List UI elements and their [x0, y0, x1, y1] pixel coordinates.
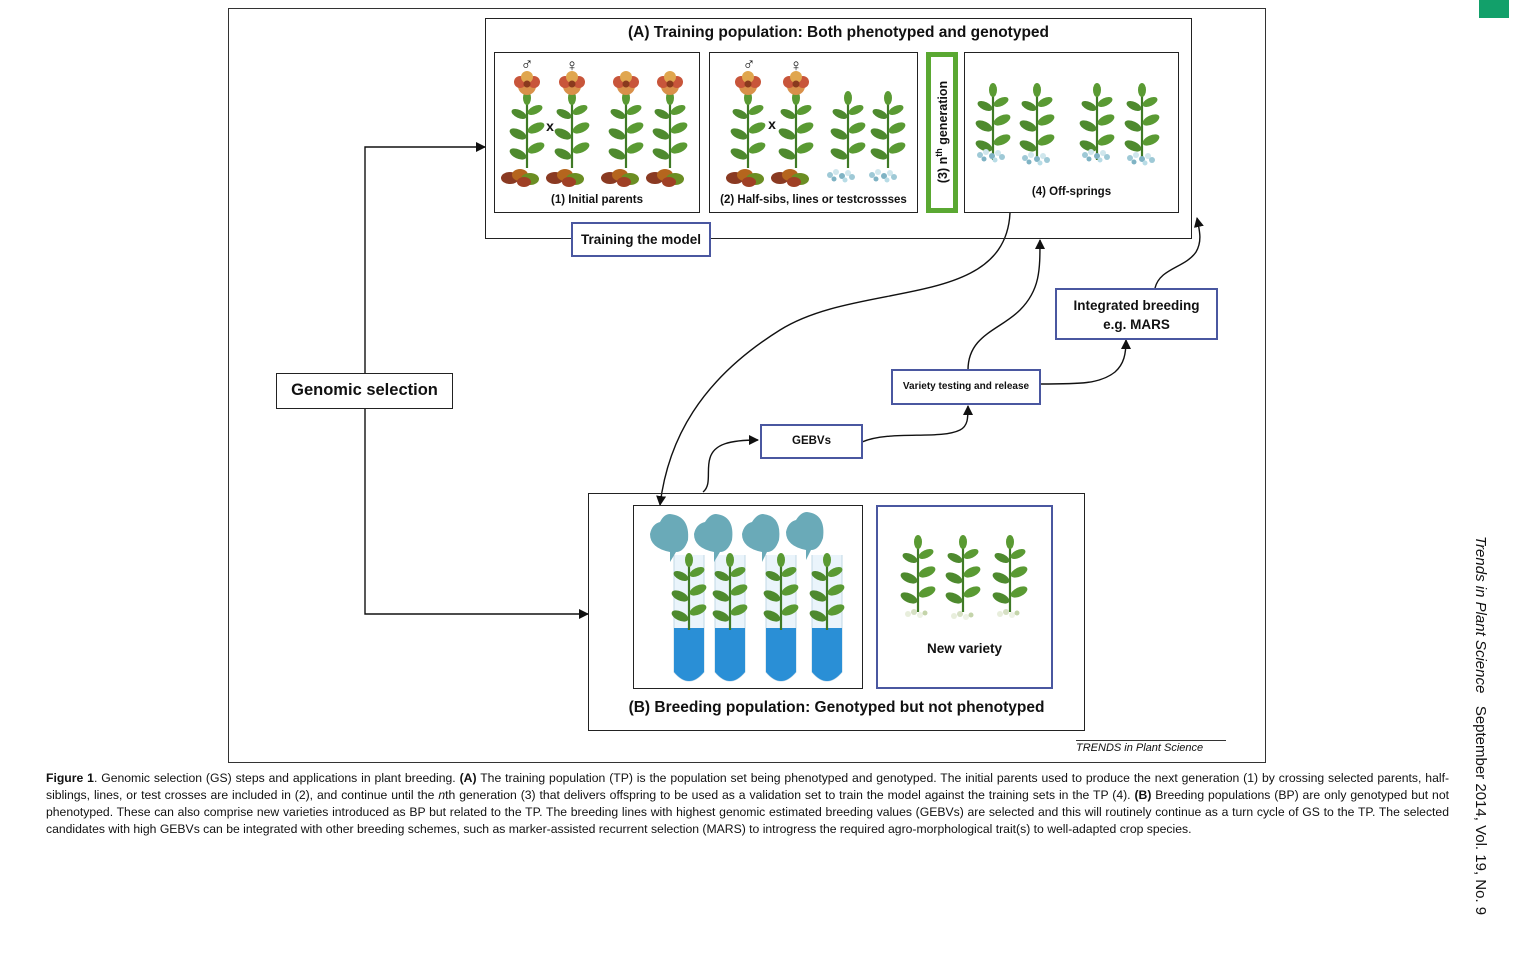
- caption-b-label: (B): [1134, 788, 1152, 802]
- caption-intro: . Genomic selection (GS) steps and appli…: [93, 771, 460, 785]
- new-variety-label: New variety: [926, 641, 1003, 656]
- test-tube: [786, 512, 848, 682]
- female-symbol: ♀: [789, 56, 803, 75]
- trends-credit: TRENDS in Plant Science: [1076, 740, 1226, 754]
- nth-generation-suffix: generation: [936, 80, 951, 149]
- integrated-breeding-line1: Integrated breeding: [1073, 298, 1200, 313]
- breeding-population-panel: [588, 493, 1085, 731]
- test-tube: [742, 514, 802, 682]
- connector-gs-to-breeding: [364, 408, 589, 619]
- caption-a-label: (A): [459, 771, 477, 785]
- caption-figure-label: Figure 1: [46, 771, 94, 785]
- test-tube: [694, 514, 751, 682]
- test-tubes-illustration: [650, 512, 848, 682]
- integrated-breeding-line2: e.g. MARS: [1103, 317, 1170, 332]
- breeding-population-title: (B) Breeding population: Genotyped but n…: [628, 699, 1045, 716]
- training-population-title: (A) Training population: Both phenotyped…: [627, 24, 1050, 41]
- figure-frame: [228, 8, 1266, 763]
- journal-info: Trends in Plant Science September 2014, …: [1472, 536, 1489, 936]
- half-sibs-box: [709, 52, 918, 213]
- nth-generation-prefix: (3) n: [936, 156, 951, 184]
- caption-a-text-1: The training population (TP) is the popu…: [46, 771, 1450, 802]
- test-tube: [650, 514, 710, 682]
- offsprings-label: (4) Off-springs: [1031, 186, 1112, 198]
- initial-parents-label: (1) Initial parents: [550, 194, 644, 206]
- nth-generation-label: (3) nth generation: [934, 52, 950, 212]
- arrow-offsprings-to-breeding: [656, 212, 1011, 506]
- journal-name: Trends in Plant Science: [1472, 536, 1489, 694]
- offsprings-box: [964, 52, 1179, 213]
- variety-testing-box: Variety testing and release: [891, 369, 1041, 405]
- nth-generation-bar: [926, 52, 958, 213]
- arrow-variety-to-integrated: [1039, 339, 1131, 385]
- caption-a-text-2: th generation (3) that delivers offsprin…: [445, 788, 1135, 802]
- journal-accent-tab: [1479, 0, 1509, 18]
- integrated-breeding-box: Integrated breeding e.g. MARS: [1055, 288, 1218, 340]
- connector-gs-to-training: [364, 142, 486, 375]
- training-population-panel: [485, 18, 1192, 239]
- new-variety-box: [876, 505, 1053, 689]
- gebvs-box: GEBVs: [760, 424, 863, 459]
- cross-symbol: x: [546, 118, 554, 134]
- arrow-gebvs-to-variety: [861, 405, 973, 443]
- cross-symbol: x: [768, 116, 776, 132]
- figure-caption: Figure 1. Genomic selection (GS) steps a…: [46, 770, 1449, 838]
- half-sibs-label: (2) Half-sibs, lines or testcrossses: [720, 194, 907, 206]
- male-symbol: ♂: [742, 55, 756, 74]
- arrow-variety-to-offsprings: [967, 239, 1045, 371]
- journal-issue: September 2014, Vol. 19, No. 9: [1472, 705, 1489, 916]
- caption-a-text-italic: n: [438, 788, 446, 802]
- test-tubes-box: [633, 505, 863, 689]
- male-symbol: ♂: [520, 55, 534, 74]
- caption-b-text: Breeding populations (BP) are only genot…: [46, 788, 1449, 836]
- training-model-box: Training the model: [571, 222, 711, 257]
- female-symbol: ♀: [565, 56, 579, 75]
- nth-generation-sup: th: [933, 148, 944, 157]
- arrow-integrated-to-offsprings: [1154, 217, 1204, 289]
- arrow-breeding-to-gebvs: [702, 435, 759, 493]
- genomic-selection-box: Genomic selection: [276, 373, 453, 409]
- initial-parents-box: [494, 52, 700, 213]
